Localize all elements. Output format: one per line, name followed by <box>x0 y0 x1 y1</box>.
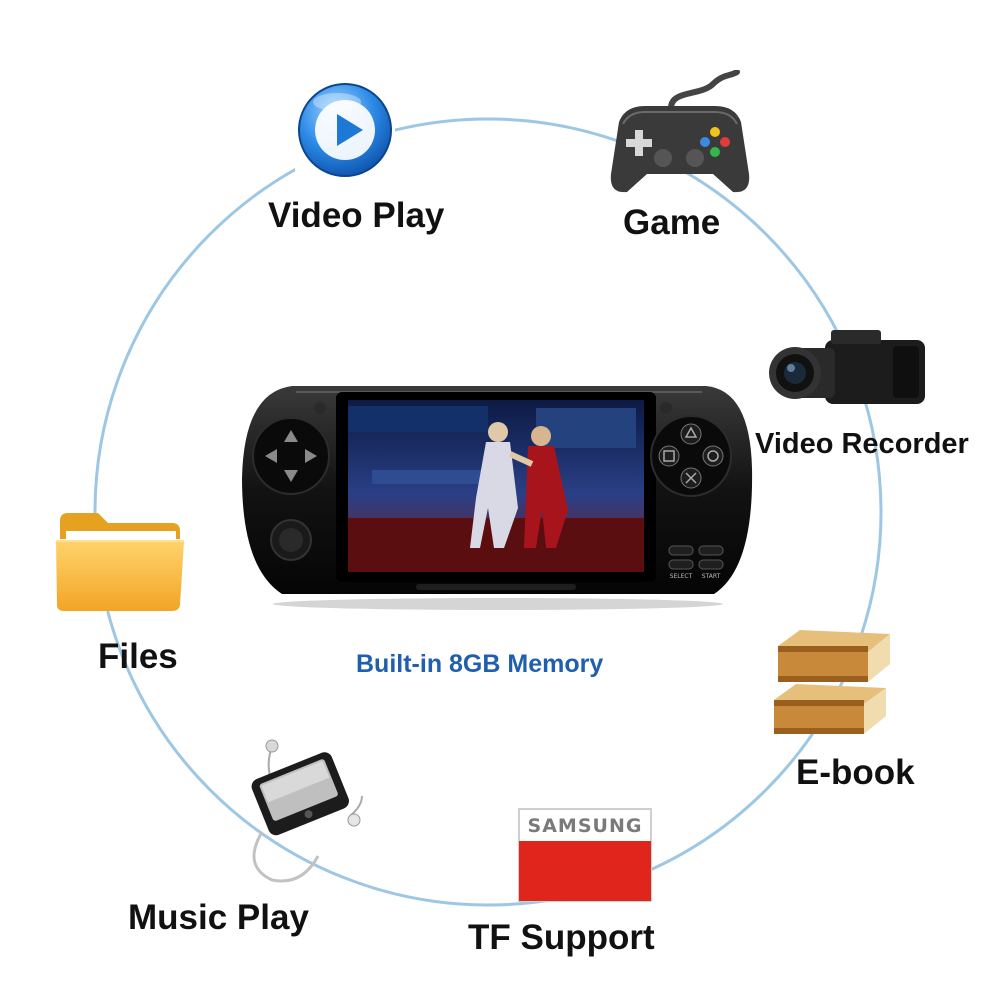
sd-card-brand: SAMSUNG <box>528 815 643 837</box>
folder-icon <box>56 513 184 611</box>
handheld-console: SELECT START <box>242 386 753 610</box>
memory-caption: Built-in 8GB Memory <box>356 650 604 678</box>
files-label: Files <box>98 637 178 676</box>
start-button-label: START <box>702 573 721 580</box>
sd-card-icon: SAMSUNG <box>518 808 652 902</box>
play-icon <box>295 80 395 180</box>
select-button-label: SELECT <box>670 573 693 580</box>
mp3-player-icon <box>251 739 363 883</box>
game-label: Game <box>623 203 721 242</box>
books-icon <box>774 630 890 734</box>
video-play-label: Video Play <box>268 196 445 235</box>
video-recorder-label: Video Recorder <box>755 428 969 460</box>
gamepad-icon <box>610 70 750 193</box>
music-play-label: Music Play <box>128 898 309 937</box>
camcorder-icon <box>769 330 925 404</box>
ebook-label: E-book <box>796 753 915 792</box>
tf-support-label: TF Support <box>468 918 655 957</box>
